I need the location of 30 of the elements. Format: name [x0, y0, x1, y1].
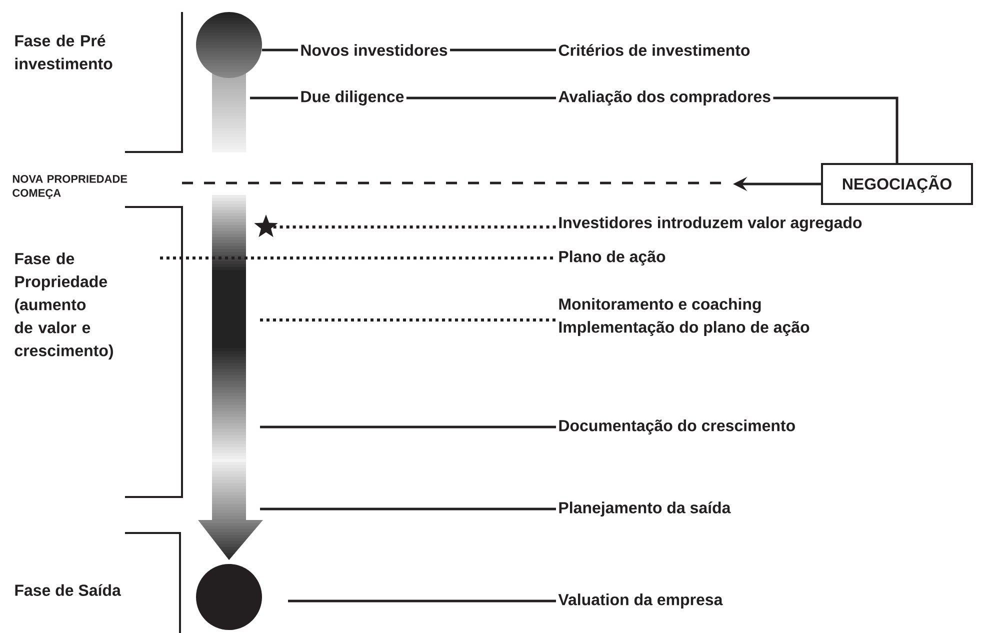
step-label: Critérios de investimento	[558, 44, 750, 56]
keyhole-drawing	[196, 12, 262, 152]
step-label: Avaliação dos compradores	[558, 90, 770, 106]
connector	[250, 96, 298, 100]
negotiation-box: NEGOCIAÇÃO	[821, 163, 974, 205]
step-label: Investidores introduzem valor agregado	[559, 216, 862, 232]
phase-label: Fase de Pré investimento	[15, 34, 112, 70]
step-label: Documentação do crescimento	[559, 420, 795, 434]
phase-label: Fase de Propriedade (aumento de valor e crescimento)	[14, 252, 113, 360]
step-label: Plano de ação	[559, 250, 666, 266]
step-label: Novos investidores	[301, 44, 448, 56]
connector	[450, 48, 556, 52]
connector	[260, 426, 556, 428]
connector	[406, 96, 556, 100]
step-label: Planejamento da saída	[559, 501, 731, 517]
connector	[160, 256, 556, 260]
connector	[260, 318, 556, 322]
milestone-label: NOVA PROPRIEDADE COMEÇA	[12, 175, 128, 199]
star-icon	[254, 214, 278, 238]
phase-label: Fase de Saída	[15, 584, 122, 596]
connector	[262, 48, 298, 52]
connector	[288, 600, 556, 602]
connector	[273, 226, 556, 228]
connector	[260, 508, 556, 510]
step-label: Valuation da empresa	[558, 594, 723, 608]
step-label: Monitoramento e coaching Implementação do plano de ação	[559, 298, 810, 336]
step-label: Due diligence	[301, 90, 404, 106]
end-circle	[196, 564, 262, 630]
connector	[773, 96, 898, 163]
gradient-arrow-drawing	[198, 195, 263, 560]
